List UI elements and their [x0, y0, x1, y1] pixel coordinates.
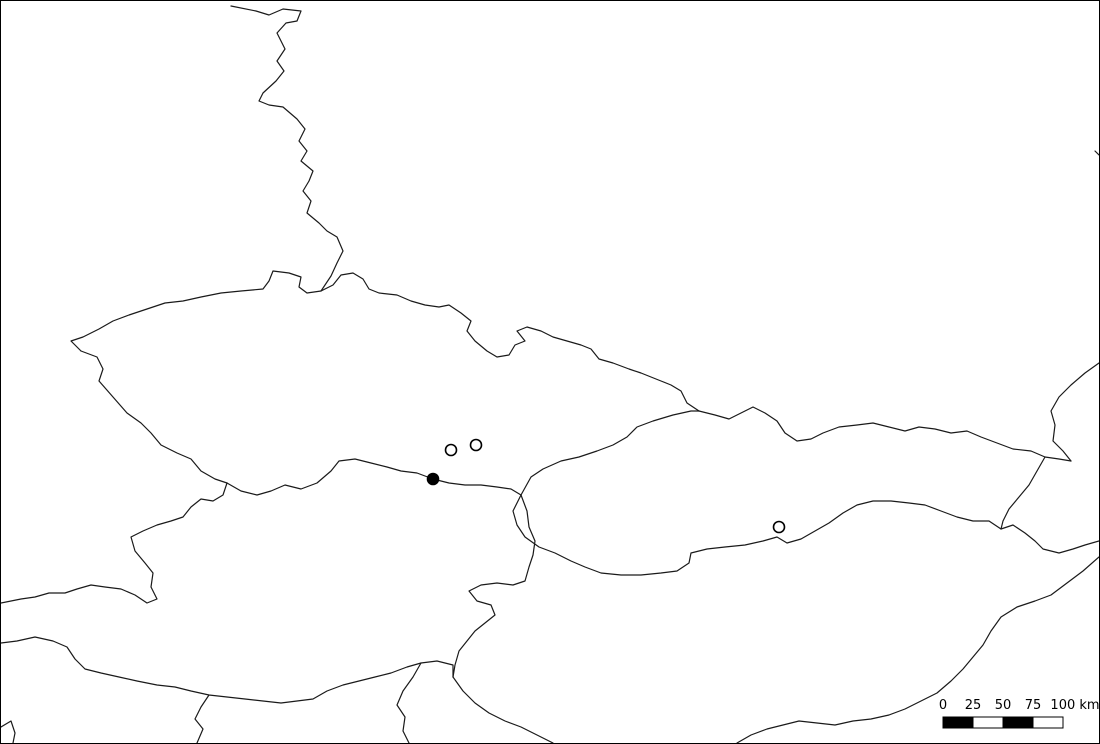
open-circle-marker — [772, 520, 786, 534]
border-poland-ukraine — [1050, 362, 1099, 462]
border-austria-hungary — [452, 494, 536, 678]
filled-circle-marker — [426, 472, 440, 486]
border-hungary-romania — [736, 556, 1099, 743]
border-slovenia-west — [194, 694, 210, 743]
border-slovakia-poland — [698, 406, 1072, 462]
border-germany-poland — [230, 5, 344, 292]
scale-tick-0: 0 — [939, 698, 947, 713]
scale-segment-4 — [1032, 716, 1064, 729]
scale-tick-50: 50 — [995, 698, 1012, 713]
border-slovakia-hungary — [512, 494, 1099, 576]
open-circle-marker — [444, 443, 458, 457]
border-slovakia-ukraine — [1000, 456, 1046, 530]
scale-tick-25: 25 — [965, 698, 982, 713]
border-czechia-north — [70, 270, 700, 412]
border-czechia-austria — [226, 458, 522, 496]
scale-segment-3 — [1002, 716, 1034, 729]
border-west-alps — [1, 720, 16, 743]
border-czechia-west — [80, 350, 228, 484]
scale-segment-2 — [972, 716, 1004, 729]
border-fragment-east — [1094, 150, 1099, 156]
border-slovenia-inner — [396, 662, 422, 743]
border-czechia-slovakia — [520, 410, 700, 496]
border-austria-south — [1, 636, 454, 704]
border-austria-germany — [1, 482, 228, 604]
scale-tick-75: 75 — [1025, 698, 1042, 713]
scale-segment-1 — [942, 716, 974, 729]
scale-bar: 0 25 50 75 100 km — [939, 698, 1099, 729]
border-slovenia-croatia — [452, 676, 554, 743]
open-circle-marker — [469, 438, 483, 452]
scale-tick-100: 100 km — [1050, 698, 1099, 713]
